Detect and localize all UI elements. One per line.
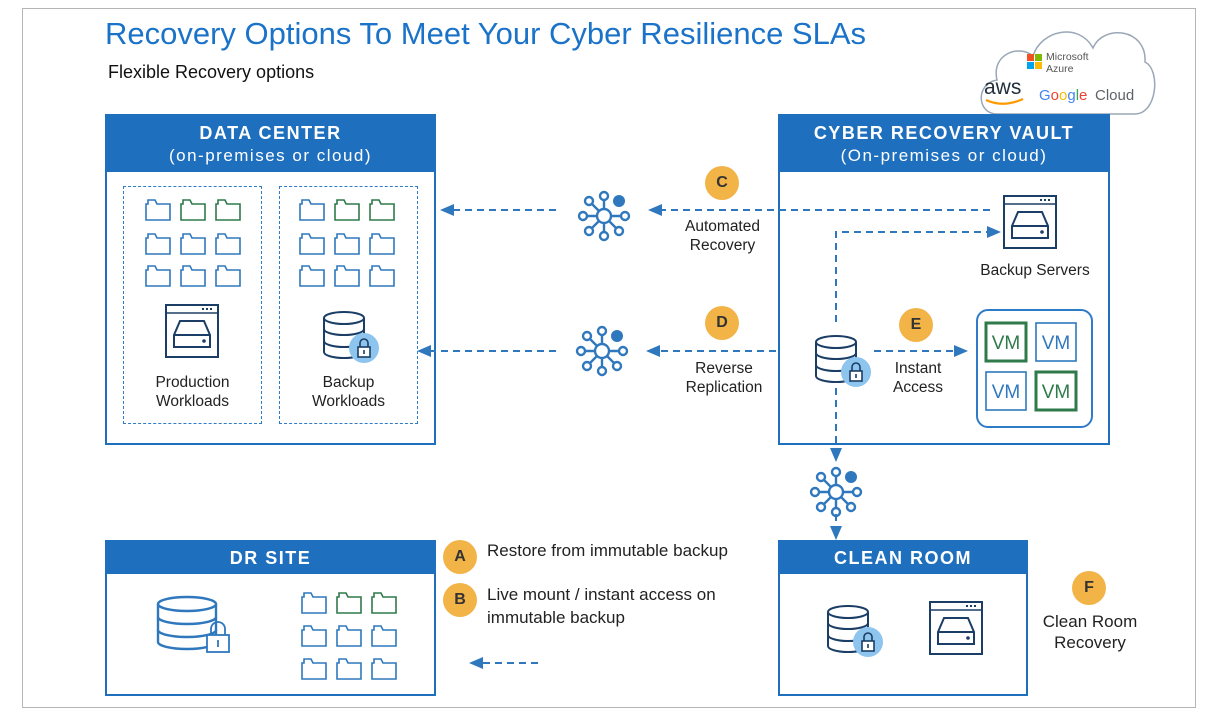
production-workloads-box: [123, 186, 262, 424]
dr-folder-grid: [301, 592, 397, 680]
data-center-title: DATA CENTER: [199, 123, 342, 143]
folder-icon: [371, 658, 397, 680]
data-center-subtitle: (on-premises or cloud): [168, 145, 373, 165]
vault-title: CYBER RECOVERY VAULT: [813, 123, 1075, 143]
flow-f-badge: F: [1072, 571, 1106, 605]
dr-database-lock-icon: [156, 595, 230, 653]
backup-workloads-label: Backup Workloads: [312, 374, 385, 411]
backup-workloads-box: [279, 186, 418, 424]
network-hub-icon: [575, 325, 629, 377]
folder-icon: [301, 592, 327, 614]
network-hub-icon: [809, 466, 863, 518]
flow-c-badge: C: [705, 166, 739, 200]
aws-label: aws: [984, 76, 1021, 99]
arrow-heads: [417, 204, 1001, 669]
folder-icon: [371, 592, 397, 614]
cloud-providers: Microsoft Azure aws Google Cloud: [975, 14, 1157, 122]
backup-servers-label: Backup Servers: [980, 262, 1090, 279]
folder-icon: [215, 199, 241, 221]
backup-folder-grid: [299, 199, 395, 287]
network-hub-icon: [577, 190, 631, 242]
production-workloads-label: Production Workloads: [155, 374, 230, 411]
folder-icon: [334, 199, 360, 221]
data-center-header: DATA CENTER (on-premises or cloud): [107, 116, 434, 172]
vm-label: VM: [1042, 382, 1071, 403]
vault-database-lock-icon: [815, 335, 872, 388]
vault-subtitle: (On-premises or cloud): [840, 145, 1048, 165]
flow-d-badge: D: [705, 306, 739, 340]
vm-label: VM: [992, 333, 1021, 354]
dr-site-header: DR SITE: [107, 542, 434, 574]
folder-icon: [336, 625, 362, 647]
legend-a-text: Restore from immutable backup: [487, 541, 728, 560]
backup-server-icon: [1003, 195, 1057, 249]
diagram-frame: [22, 8, 1196, 708]
cleanroom-server-icon: [929, 601, 983, 655]
page-title: Recovery Options To Meet Your Cyber Resi…: [105, 16, 867, 51]
folder-icon: [299, 233, 325, 255]
folder-icon: [145, 265, 171, 287]
vm-icons: VM VM VM VM: [984, 321, 1078, 412]
vm-icon: [985, 371, 1027, 411]
microsoft-label: Microsoft: [1046, 51, 1089, 63]
flow-arrows: [430, 209, 990, 664]
folder-icon: [180, 265, 206, 287]
folder-icon: [336, 658, 362, 680]
vault-header: CYBER RECOVERY VAULT (On-premises or clo…: [780, 116, 1108, 172]
cleanroom-database-lock-icon: [827, 605, 884, 658]
legend-b-badge: B: [443, 583, 477, 617]
google-label: Google: [1039, 87, 1087, 104]
folder-icon: [215, 233, 241, 255]
cyber-recovery-vault-panel: CYBER RECOVERY VAULT (On-premises or clo…: [778, 114, 1110, 445]
vm-icon: [984, 321, 1028, 363]
folder-icon: [369, 233, 395, 255]
backup-database-lock-icon: [323, 311, 380, 364]
folder-icon: [301, 625, 327, 647]
folder-icon: [145, 199, 171, 221]
folder-icon: [334, 265, 360, 287]
legend-b-text: Live mount / instant access on immutable…: [487, 585, 716, 627]
aws-smile-icon: [985, 97, 1024, 105]
folder-icon: [369, 199, 395, 221]
folder-icon: [336, 592, 362, 614]
folder-icon: [371, 625, 397, 647]
cloud-icon: Microsoft Azure aws Google Cloud: [980, 31, 1156, 115]
automated-recovery-label: Automated Recovery: [685, 218, 760, 255]
folder-icon: [301, 658, 327, 680]
page-subtitle: Flexible Recovery options: [108, 62, 315, 82]
vm-label: VM: [992, 382, 1021, 403]
production-server-icon: [165, 304, 219, 358]
legend-a-badge: A: [443, 540, 477, 574]
reverse-replication-label: Reverse Replication: [685, 360, 763, 397]
production-folder-grid: [145, 199, 241, 287]
clean-room-panel: CLEAN ROOM: [778, 540, 1028, 696]
vm-label: VM: [1042, 333, 1071, 354]
google-cloud-label: Cloud: [1095, 87, 1134, 104]
vm-icon: [1035, 322, 1077, 362]
clean-room-header: CLEAN ROOM: [780, 542, 1026, 574]
flow-e-badge: E: [899, 308, 933, 342]
arrow-to-backup-servers: [835, 231, 988, 322]
folder-icon: [145, 233, 171, 255]
folder-icon: [334, 233, 360, 255]
folder-icon: [180, 199, 206, 221]
vm-group-box: [976, 309, 1093, 428]
instant-access-label: Instant Access: [893, 360, 943, 397]
azure-label: Azure: [1046, 63, 1074, 75]
folder-icon: [180, 233, 206, 255]
vm-icon: [1034, 370, 1078, 412]
folder-icon: [299, 265, 325, 287]
clean-room-recovery-label: Clean Room Recovery: [1042, 612, 1138, 653]
folder-icon: [299, 199, 325, 221]
microsoft-logo-icon: [1027, 54, 1042, 69]
folder-icon: [215, 265, 241, 287]
folder-icon: [369, 265, 395, 287]
